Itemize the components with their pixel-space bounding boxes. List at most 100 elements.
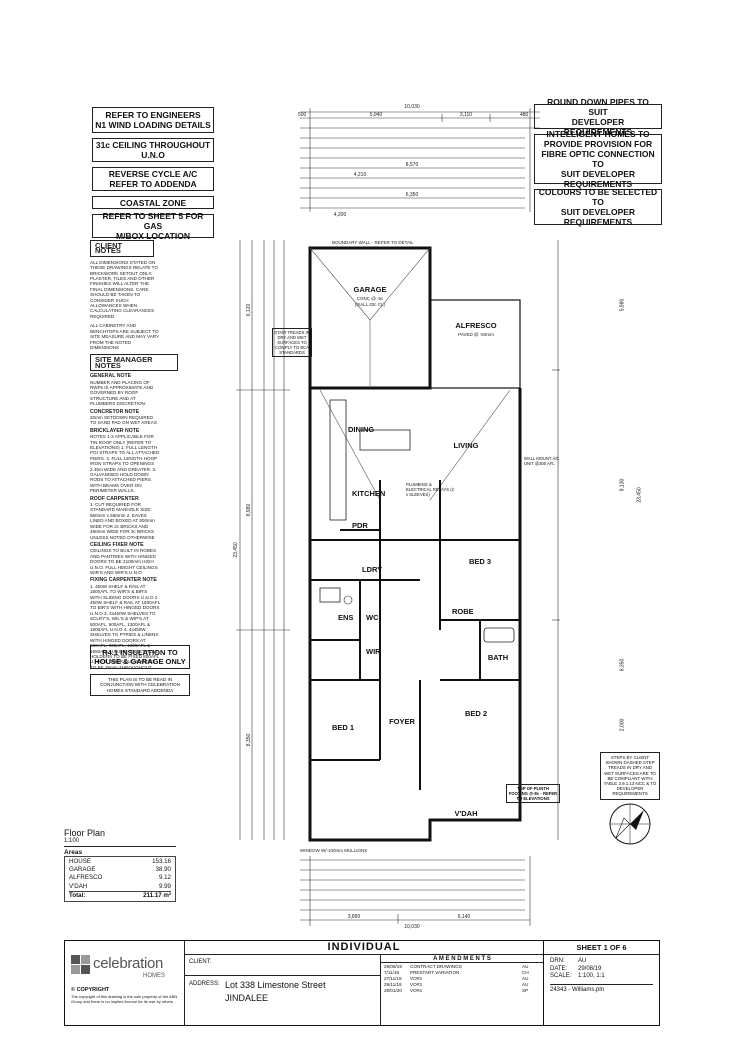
copyright-text: The copyright of this drawing is the sol… [71, 994, 178, 1004]
row4-dimension: 4,200 [334, 212, 347, 218]
bottom-total-dimension: 10,030 [404, 924, 420, 930]
sheet-info-cell: SHEET 1 OF 6 DRN:AU DATE:29/08/19 SCALE:… [543, 941, 659, 1025]
kitchen-bench [329, 399, 347, 521]
room-vdah: V'DAH [454, 809, 477, 818]
row1-dimension: 8,570 [406, 162, 419, 168]
top-dim-b: 5,940 [370, 112, 383, 118]
site-manager-title: SITE MANAGER NOTES [90, 354, 178, 372]
title-block: celebration HOMES © COPYRIGHT The copyri… [64, 940, 660, 1026]
downpipes-note: ROUND DOWN PIPES TO SUIT DEVELOPER REQUI… [534, 97, 662, 137]
client-label: CLIENT: [189, 959, 212, 965]
left-note-boxes: REFER TO ENGINEERS N1 WIND LOADING DETAI… [92, 107, 214, 241]
drawn-by-row: DRN:AU [550, 958, 587, 964]
floor-plan-drawing: 10,030 500 5,940 3,110 480 8,570 4,210 6… [233, 104, 560, 930]
gas-note: REFER TO SHEET 5 FOR GAS M/BOX LOCATION [92, 211, 214, 241]
left-dim-c: 8,350 [246, 734, 252, 747]
room-ldry: LDRY [362, 565, 382, 574]
row3-dimension: 6,350 [406, 192, 419, 198]
address-label: ADDRESS: [189, 981, 220, 987]
general-note-heading: GENERAL NOTE [90, 373, 132, 380]
ceiling-note: 31c CEILING THROUGHOUT U.N.O [92, 138, 214, 162]
steps-client-note: STEPS BY CLIENT SHOWN DASHED STEP TREADS… [600, 752, 660, 800]
row2-dimension: 4,210 [354, 172, 367, 178]
left-dimension-lines [236, 240, 290, 840]
bottom-dim-b: 6,140 [458, 914, 471, 920]
right-dim-a: 5,980 [619, 298, 626, 312]
right-dimension-labels: 5,980 9,130 6,350 2,000 23,450 [588, 242, 648, 742]
floor-plan-title: Floor Plan [64, 828, 106, 838]
garage-floor-note: CONC @ -5c [357, 296, 384, 301]
area-total-row: Total:211.17 m² [69, 890, 171, 899]
top-dim-c: 3,110 [460, 112, 472, 118]
bottom-dim-a: 3,890 [348, 914, 361, 920]
right-dim-d: 2,000 [619, 718, 626, 732]
right-dim-b: 9,130 [619, 478, 626, 492]
top-dim-a: 500 [298, 112, 307, 118]
job-file: 24343 - Williams.pln [550, 983, 653, 995]
right-note-boxes: ROUND DOWN PIPES TO SUIT DEVELOPER REQUI… [534, 97, 662, 227]
room-foyer: FOYER [389, 717, 415, 726]
concretor-note-heading: CONCRETOR NOTE [90, 408, 140, 415]
amendments-title: A M E N D M E N T S [381, 955, 543, 963]
ensuite-toilet [343, 595, 353, 605]
copyright-title: © COPYRIGHT [71, 987, 110, 993]
bricklayer-note-text: NOTES 1-3 APPLICABLE FOR TIN ROOF ONLY (… [90, 434, 160, 494]
top-dim-d: 480 [520, 112, 529, 118]
roof-carpenter-text: 1. CUT REQUIRED FOR STANDARD MANHOLE SIZ… [90, 502, 155, 540]
right-dim-c: 6,350 [619, 658, 626, 672]
room-robe-bed3: ROBE [452, 607, 474, 616]
room-bed2: BED 2 [465, 709, 487, 718]
client-notes-title: CLIENT NOTES [90, 240, 154, 257]
room-bed3: BED 3 [469, 557, 491, 566]
address-line-2: JINDALEE [225, 993, 269, 1003]
sheet-number: SHEET 1 OF 6 [544, 941, 659, 955]
room-dining: DINING [348, 425, 374, 434]
window-mullion-note: WINDOW W/-100mm MULLIONS [300, 848, 367, 853]
client-notes: CLIENT NOTES ALL DIMENSIONS STATED ON TH… [90, 240, 178, 670]
room-kitchen: KITCHEN [352, 489, 385, 498]
house-perimeter [308, 388, 522, 842]
right-dimension-lines [552, 240, 560, 840]
colours-note: COLOURS TO BE SELECTED TO SUIT DEVELOPER… [534, 187, 662, 227]
left-dim-a: 6,120 [246, 304, 252, 317]
garage-ceiling-note: (0/ALL 33c CL) [355, 302, 386, 307]
right-total-dimension: 23,450 [636, 487, 643, 503]
general-note-text: NUMBER AND PLACING OF RWPs IS APPROXIMAT… [90, 379, 154, 407]
individual-header: INDIVIDUAL [185, 941, 543, 955]
areas-title: Areas [64, 849, 83, 856]
left-dim-b: 8,980 [246, 504, 252, 517]
room-wir: WIR [366, 647, 381, 656]
sheet-details: DRN:AU DATE:29/08/19 SCALE:1:100, 1:1 24… [544, 955, 659, 997]
room-bath: BATH [488, 653, 508, 662]
bath-tub [483, 627, 515, 643]
alfresco-outline [429, 299, 521, 389]
celebration-logo-icon [71, 955, 97, 977]
ceiling-fixer-heading: CEILING FIXER NOTE [90, 541, 144, 548]
ac-unit-note: WALL MOUNT A/C UNIT @300 AFL [524, 456, 559, 466]
insulation-note: R4.1 INSULATION TO HOUSE & GARAGE ONLY [90, 645, 190, 669]
stair-note-box: STAIR TREADS IN DRY AND WET SURFACES TO … [272, 328, 312, 357]
fibre-optic-note: INTELLIGENT HOMES TO PROVIDE PROVISION F… [534, 129, 662, 189]
top-total-dimension: 10,030 [404, 104, 420, 110]
bottom-dimension-lines [300, 856, 531, 926]
room-wc: WC [366, 613, 379, 622]
addenda-note: THIS PLAN IS TO BE READ IN CONJUNCTION W… [90, 674, 190, 697]
concretor-note-text: 20mm SETDOWN REQUIRED TO SAND PAD ON WET… [90, 414, 157, 426]
room-alfresco: ALFRESCO [455, 321, 496, 330]
scale-row: SCALE:1:100, 1:1 [550, 973, 605, 979]
client-address-cell: CLIENT: ADDRESS: Lot 338 Limestone Stree… [185, 955, 381, 1025]
bricklayer-note-heading: BRICKLAYER NOTE [90, 427, 140, 434]
plumbing-note: PLUMBING & ELECTRICAL RELAYS (2 x SLEEVE… [406, 482, 454, 497]
